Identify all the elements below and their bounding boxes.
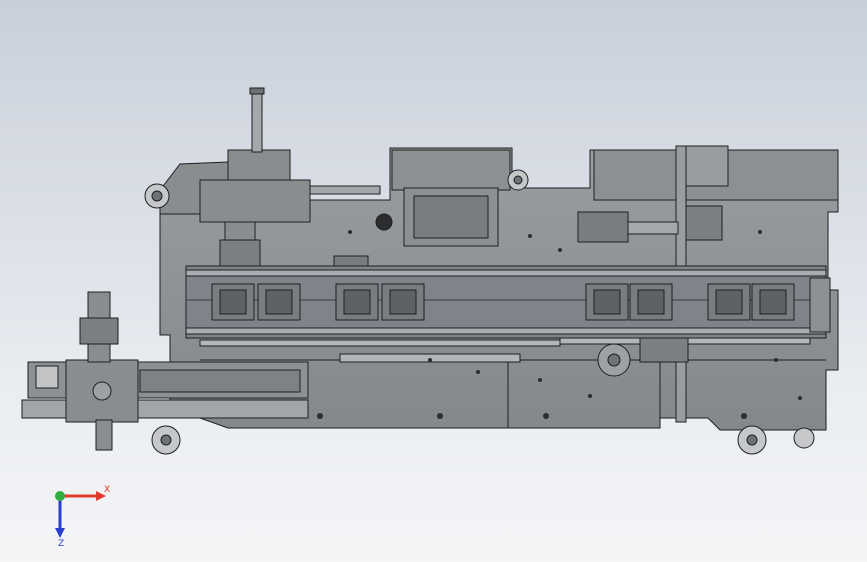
- nest-group-1: [211, 283, 301, 321]
- z-axis-arrowhead: [55, 528, 65, 538]
- left-feeder-assembly[interactable]: [144, 87, 381, 275]
- right-top-housing[interactable]: [577, 145, 839, 423]
- z-axis-label: Z: [58, 539, 64, 548]
- x-axis-label: X: [104, 485, 110, 495]
- left-slide-module[interactable]: [21, 291, 309, 451]
- fastener-holes: [317, 230, 802, 419]
- nest-group-3: [585, 283, 673, 321]
- drive-pulley[interactable]: [597, 337, 689, 377]
- y-axis-dot: [55, 491, 65, 501]
- x-axis-arrowhead: [96, 491, 106, 501]
- fixture-nests: [211, 277, 831, 333]
- orientation-triad: X Z: [55, 485, 110, 548]
- nest-group-2: [335, 283, 425, 321]
- center-top-block[interactable]: [333, 149, 529, 269]
- nest-group-4: [707, 283, 795, 321]
- support-wheels: [151, 425, 815, 455]
